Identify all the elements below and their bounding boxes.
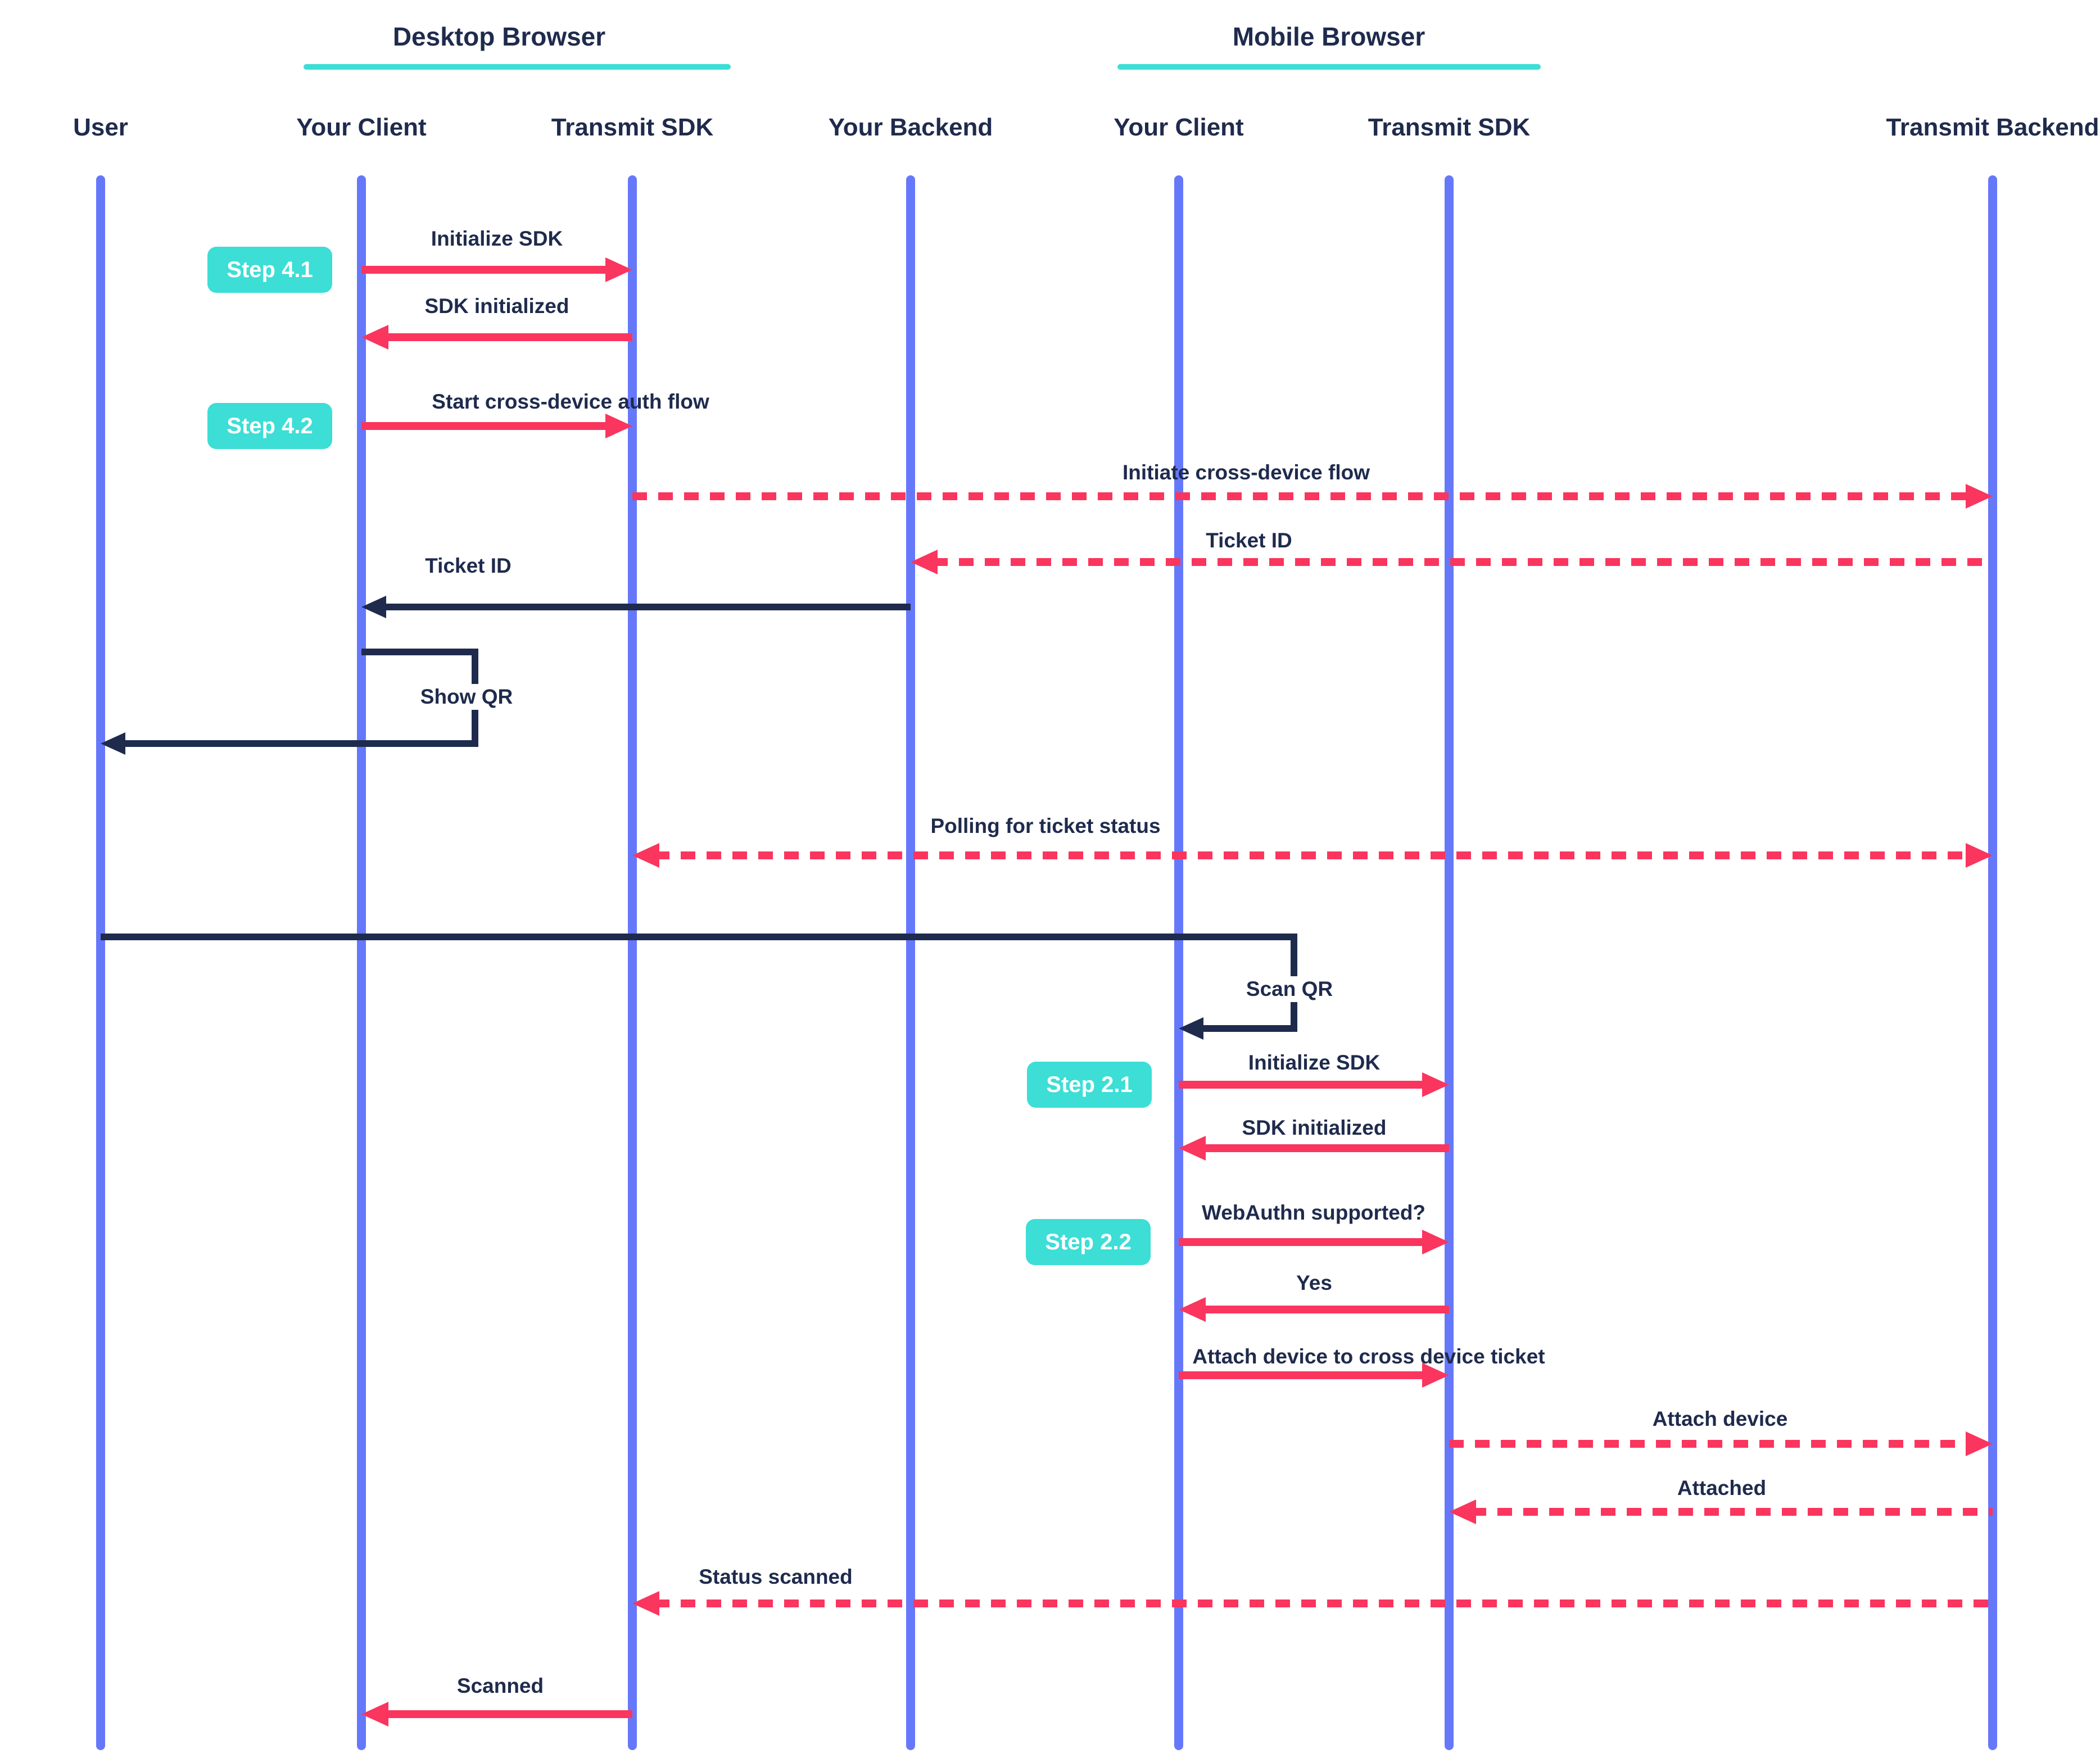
message-label: Polling for ticket status [930, 814, 1161, 837]
show-qr-arrowhead-icon [101, 732, 125, 755]
message-line [384, 1710, 632, 1718]
actor-label-your-client-mobile: Your Client [1114, 114, 1244, 141]
actor-label-transmit-sdk-desktop: Transmit SDK [551, 114, 714, 141]
message-label: WebAuthn supported? [1201, 1201, 1426, 1224]
scan-qr-label: Scan QR [1239, 976, 1340, 1002]
lifeline-user [96, 175, 105, 1750]
arrowhead-left-icon [1179, 1136, 1206, 1161]
show-qr-top-segment [361, 649, 478, 655]
arrowhead-right-icon [1422, 1363, 1449, 1388]
message-label: Attach device to cross device ticket [1192, 1345, 1545, 1368]
message-label: SDK initialized [424, 294, 569, 318]
message-line [1472, 1508, 1993, 1516]
arrowhead-left-icon [361, 596, 386, 618]
lifeline-your-backend [906, 175, 915, 1750]
message-line [1201, 1306, 1449, 1313]
scan-qr-arrowhead-icon [1179, 1017, 1203, 1040]
arrowhead-right-icon [1422, 1072, 1449, 1097]
message-line [655, 851, 1970, 859]
arrowhead-left-icon [361, 1702, 388, 1727]
message-label: Yes [1296, 1271, 1332, 1294]
lifeline-transmit-sdk-desktop [628, 175, 637, 1750]
lifeline-transmit-sdk-mobile [1445, 175, 1454, 1750]
message-line [1179, 1081, 1427, 1089]
scan-qr-top-segment [101, 934, 1297, 940]
message-label: Ticket ID [425, 554, 512, 577]
arrowhead-left-icon [632, 843, 659, 868]
show-qr-bottom-segment [123, 740, 478, 747]
message-line [1449, 1440, 1970, 1448]
message-line [632, 492, 1970, 500]
arrowhead-right-icon [605, 257, 632, 282]
message-label: SDK initialized [1242, 1116, 1387, 1139]
message-line [384, 604, 911, 610]
actor-label-transmit-backend: Transmit Backend [1886, 114, 2099, 141]
message-line [384, 333, 632, 341]
message-label: Initialize SDK [1248, 1051, 1381, 1074]
message-line [1201, 1144, 1449, 1152]
actor-label-transmit-sdk-mobile: Transmit SDK [1368, 114, 1531, 141]
arrowhead-right-icon [1966, 843, 1993, 868]
message-label: Initiate cross-device flow [1122, 461, 1370, 484]
message-line [1179, 1371, 1427, 1379]
group-underline [1117, 64, 1541, 70]
arrowhead-left-icon [911, 550, 938, 574]
scan-qr-bottom-segment [1201, 1025, 1297, 1032]
actor-label-your-backend: Your Backend [828, 114, 993, 141]
message-label: Initialize SDK [431, 227, 563, 250]
arrowhead-left-icon [361, 325, 388, 350]
group-underline [304, 64, 731, 70]
step-badge: Step 2.2 [1026, 1219, 1151, 1265]
arrowhead-right-icon [1422, 1230, 1449, 1254]
message-line [361, 422, 610, 430]
arrowhead-left-icon [1449, 1499, 1476, 1524]
lifeline-your-client-mobile [1174, 175, 1183, 1750]
lifeline-your-client-desktop [357, 175, 366, 1750]
arrowhead-right-icon [1966, 484, 1993, 509]
group-title: Desktop Browser [392, 22, 606, 51]
message-label: Attached [1677, 1476, 1767, 1499]
actor-label-your-client-desktop: Your Client [296, 114, 427, 141]
message-label: Ticket ID [1206, 529, 1292, 552]
message-line [933, 558, 1993, 566]
actor-label-user: User [73, 114, 128, 141]
lifeline-transmit-backend [1988, 175, 1997, 1750]
message-line [361, 266, 610, 274]
step-badge: Step 4.2 [207, 403, 332, 449]
message-line [655, 1600, 1993, 1607]
step-badge: Step 4.1 [207, 247, 332, 293]
message-label: Start cross-device auth flow [432, 390, 709, 413]
arrowhead-left-icon [632, 1591, 659, 1616]
arrowhead-right-icon [605, 414, 632, 438]
group-title: Mobile Browser [1232, 22, 1425, 51]
message-label: Status scanned [699, 1565, 853, 1588]
message-line [1179, 1238, 1427, 1246]
arrowhead-right-icon [1966, 1431, 1993, 1456]
arrowhead-left-icon [1179, 1297, 1206, 1322]
message-label: Attach device [1652, 1407, 1788, 1430]
message-label: Scanned [456, 1674, 544, 1697]
step-badge: Step 2.1 [1027, 1062, 1152, 1108]
show-qr-label: Show QR [413, 684, 520, 710]
